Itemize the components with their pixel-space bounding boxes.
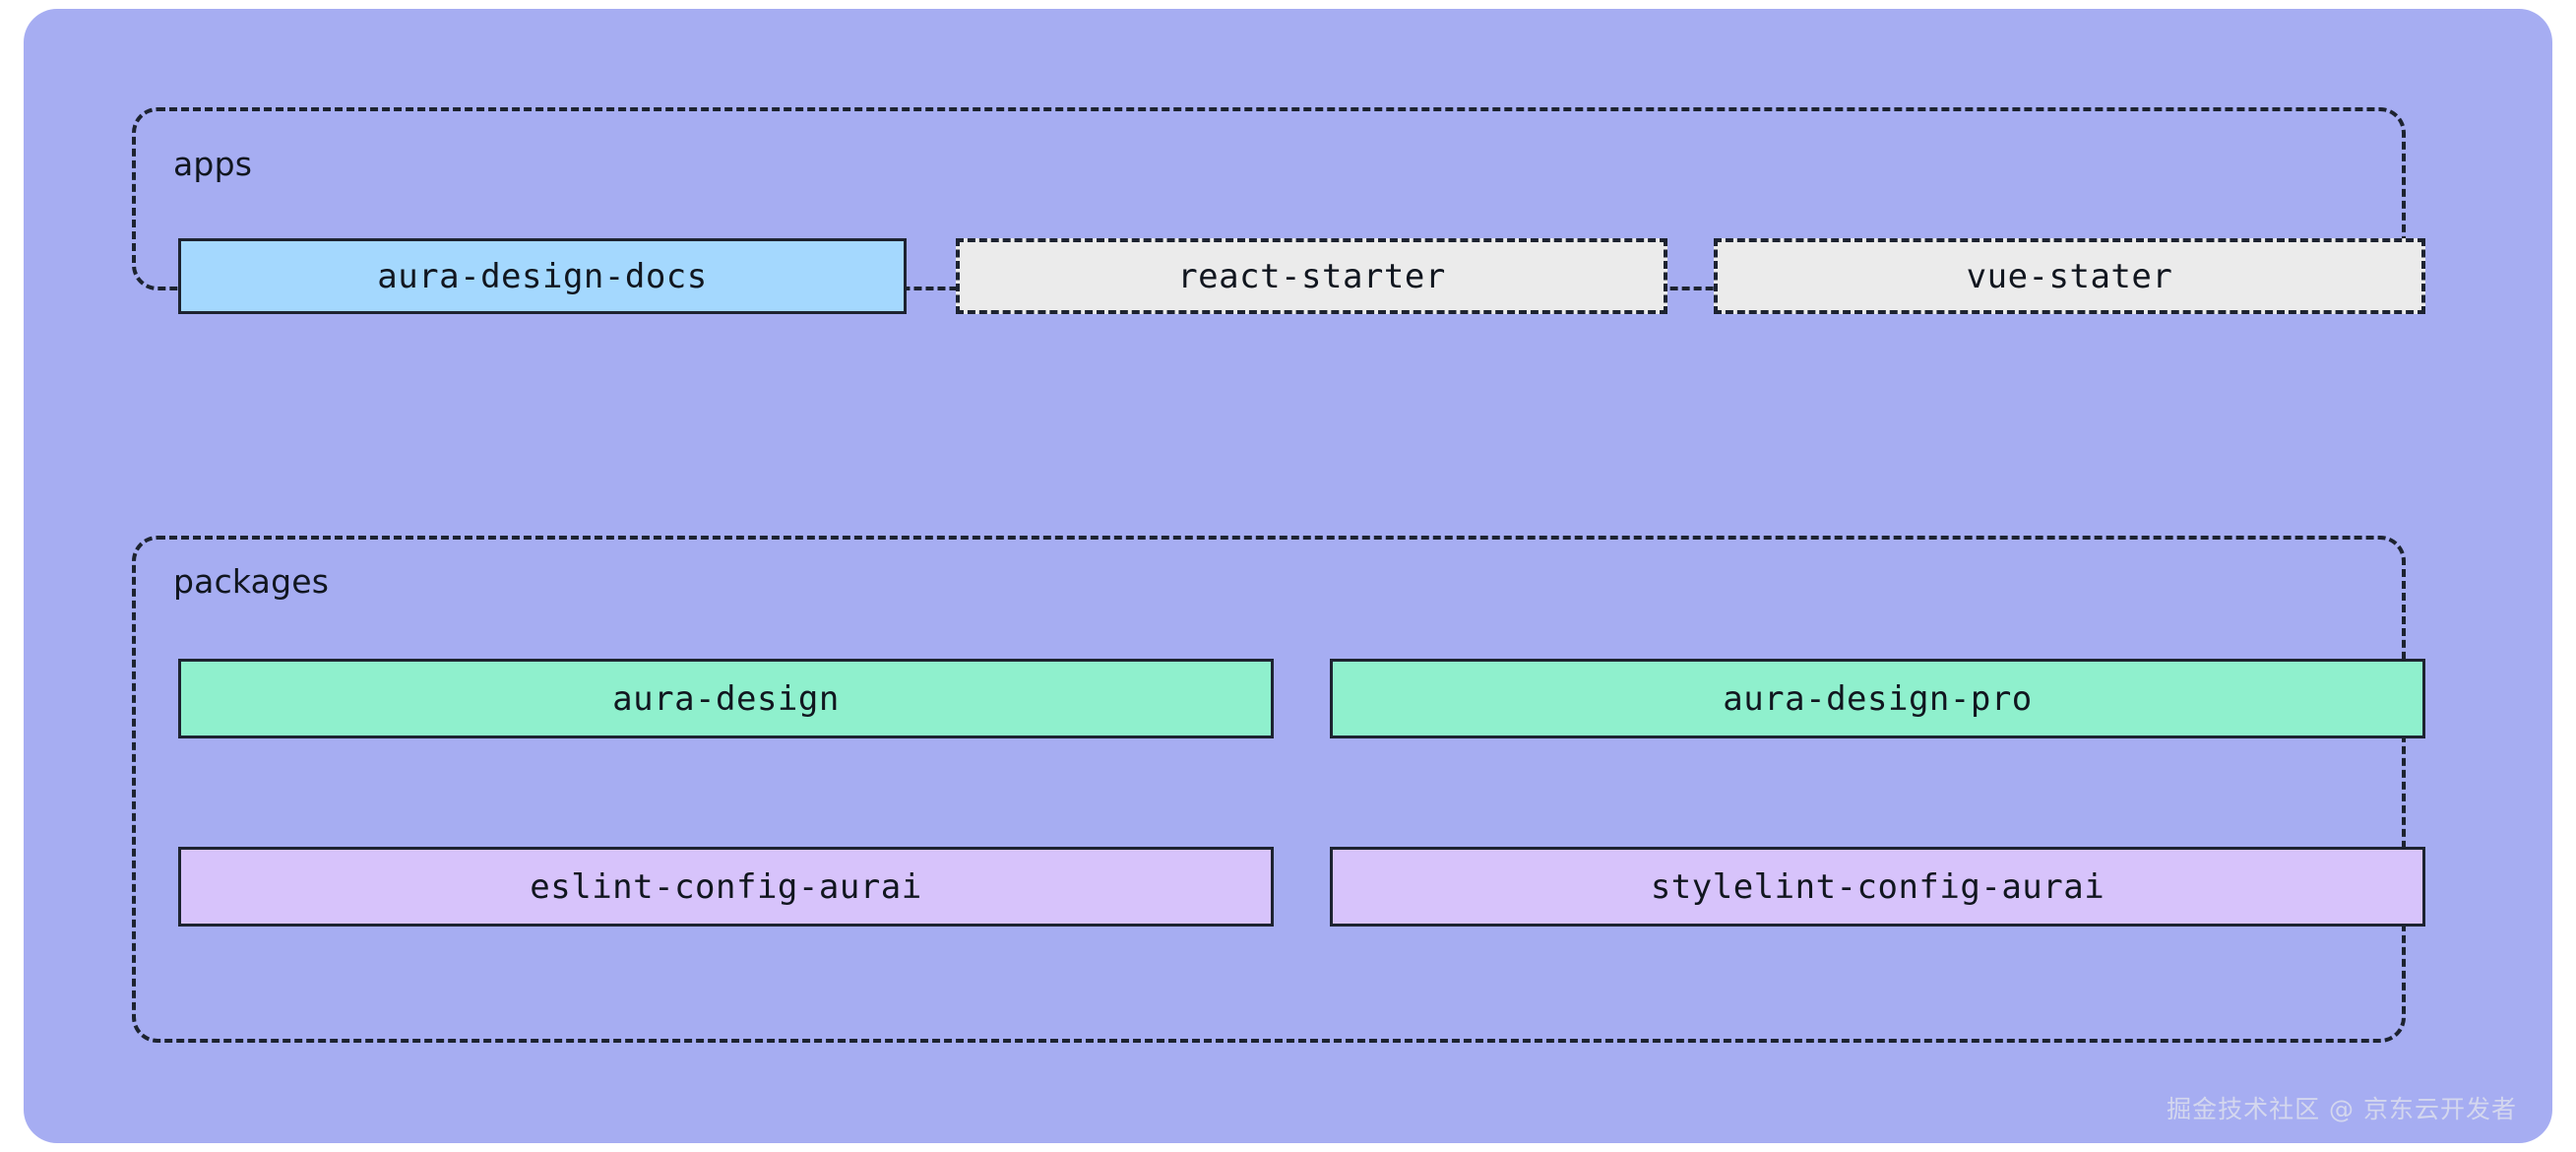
node-stylelint-config-aurai-label: stylelint-config-aurai [1650,866,2105,907]
cluster-packages-title: packages [173,562,330,601]
node-aura-design-docs-label: aura-design-docs [377,256,708,296]
node-eslint-config-aurai-label: eslint-config-aurai [530,866,922,907]
node-stylelint-config-aurai[interactable]: stylelint-config-aurai [1330,847,2425,927]
watermark: 掘金技术社区 @ 京东云开发者 [2167,1095,2517,1123]
node-aura-design-label: aura-design [612,678,840,719]
cluster-apps-title: apps [173,145,253,183]
node-vue-stater-label: vue-stater [1966,256,2173,296]
cluster-packages [132,536,2406,1043]
diagram-canvas: apps aura-design-docs react-starter vue-… [24,9,2552,1143]
node-aura-design-docs[interactable]: aura-design-docs [178,238,907,314]
node-aura-design-pro[interactable]: aura-design-pro [1330,659,2425,738]
node-vue-stater[interactable]: vue-stater [1714,238,2425,314]
node-aura-design-pro-label: aura-design-pro [1723,678,2033,719]
node-react-starter-label: react-starter [1177,256,1446,296]
node-eslint-config-aurai[interactable]: eslint-config-aurai [178,847,1274,927]
node-react-starter[interactable]: react-starter [956,238,1667,314]
node-aura-design[interactable]: aura-design [178,659,1274,738]
